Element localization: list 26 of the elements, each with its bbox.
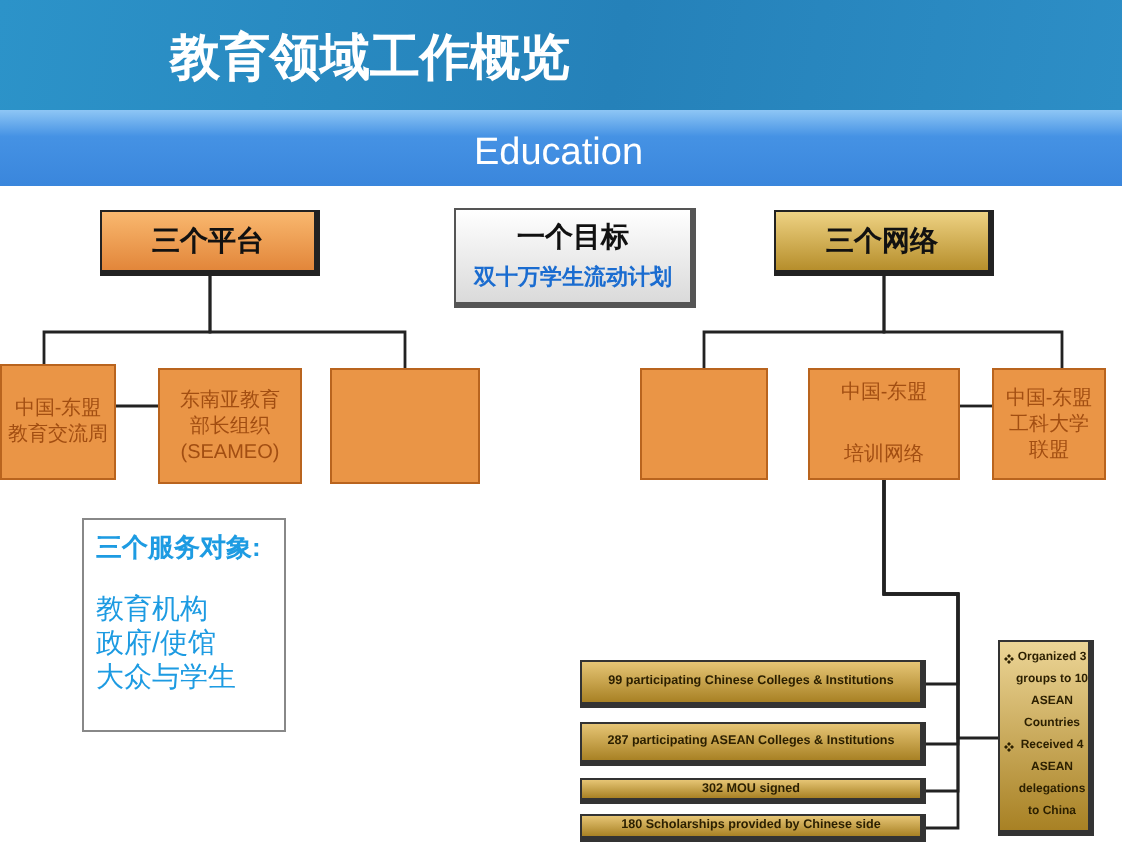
org-box: 中国-东盟教育交流周 <box>0 364 116 480</box>
info-box <box>998 640 1094 836</box>
subtitle: Education <box>474 132 644 176</box>
goal-box <box>454 208 696 308</box>
heading: 三个服务对象: <box>96 532 261 564</box>
connector-line <box>208 276 407 368</box>
connector-line <box>882 276 1064 368</box>
org-box <box>808 368 960 480</box>
connector-line <box>960 404 992 408</box>
list-item: 教育机构 <box>96 592 208 626</box>
org-box: 中国-东盟工科大学联盟 <box>992 368 1106 480</box>
list-item: 大众与学生 <box>96 660 236 694</box>
connector-line <box>882 480 998 740</box>
category-box: 三个平台 <box>100 210 320 276</box>
empty-box <box>640 368 768 480</box>
title: 教育领域工作概览 <box>170 28 570 88</box>
org-box: 东南亚教育部长组织 (SEAMEO) <box>158 368 302 484</box>
text: 中国-东盟 <box>840 380 928 406</box>
text: 培训网络 <box>844 442 924 468</box>
connector-line <box>116 404 158 408</box>
category-box: 三个网络 <box>774 210 994 276</box>
info-box <box>82 518 286 732</box>
body-text: 双十万学生流动计划 <box>474 264 672 292</box>
heading: 一个目标 <box>517 220 629 254</box>
empty-box <box>330 368 480 484</box>
list-item: 政府/使馆 <box>96 626 216 660</box>
